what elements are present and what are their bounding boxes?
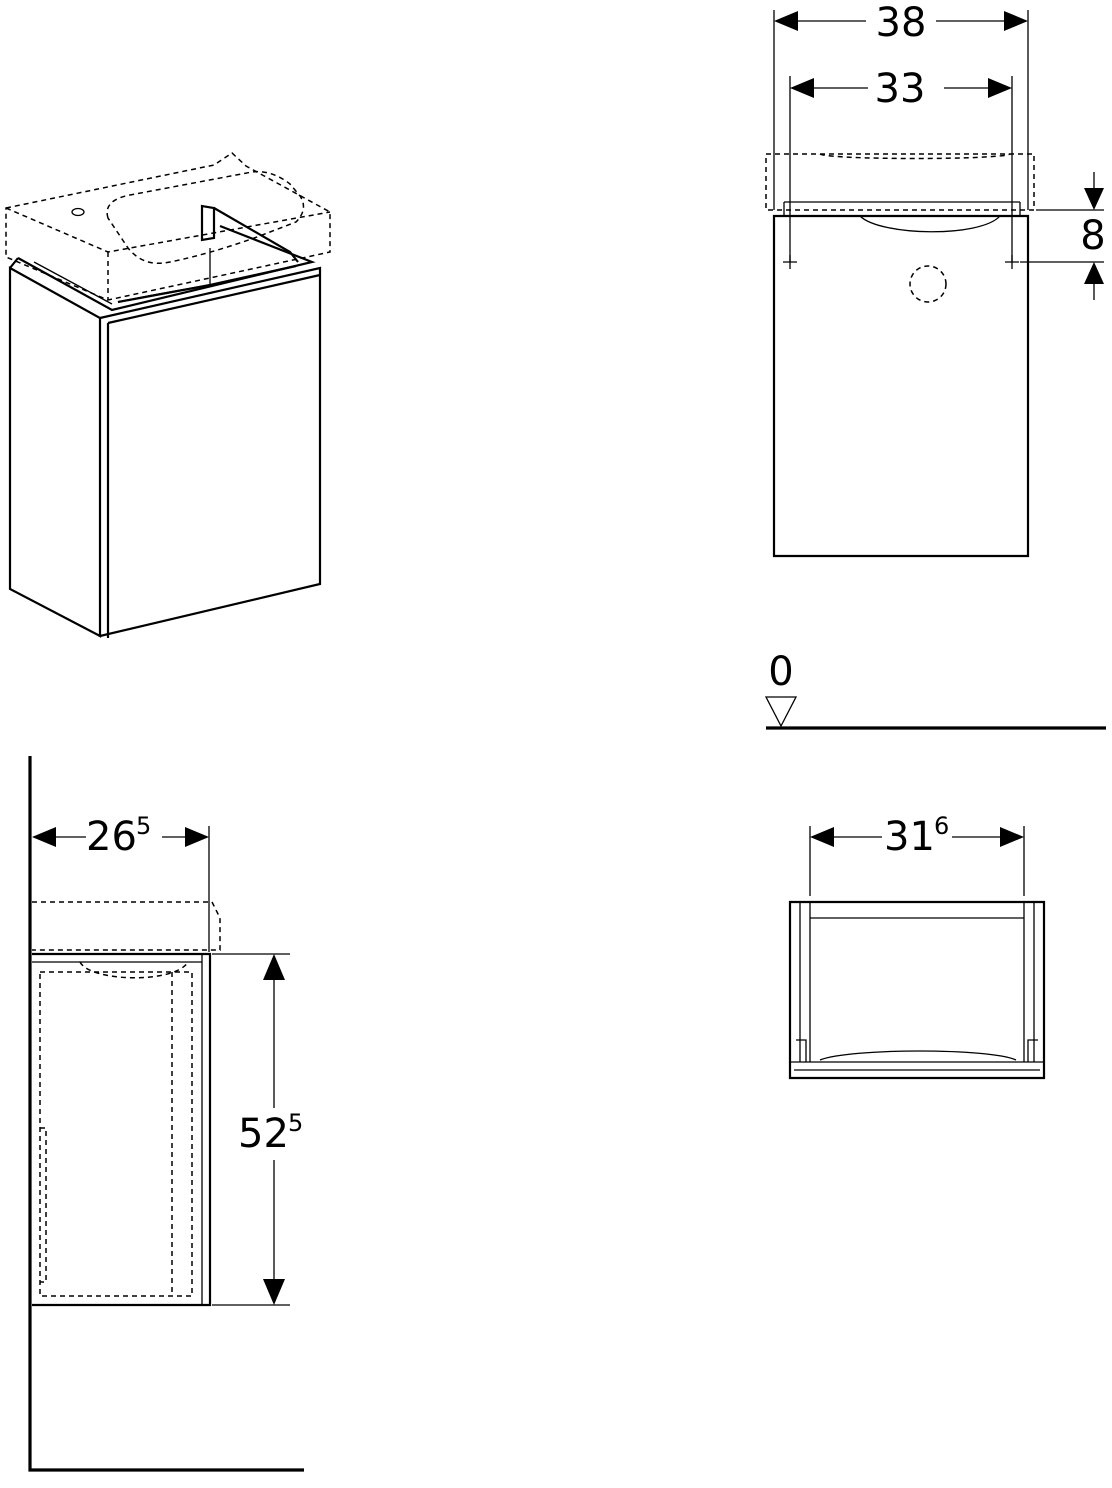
iso-washbasin-outline	[5, 152, 331, 301]
dimension-depth: 26 5	[32, 812, 210, 952]
fixing-height-label: 8	[1080, 213, 1105, 259]
inner-width-superscript: 6	[934, 812, 949, 840]
fixing-distance-label: 33	[875, 66, 926, 112]
side-view: 26 5 52 5	[28, 756, 304, 1472]
side-cabinet	[32, 952, 212, 1307]
dimension-fixing-height: 8	[1020, 172, 1106, 300]
floor-level-marker: 0	[764, 649, 1106, 730]
depth-label: 26	[86, 814, 137, 860]
height-superscript: 5	[288, 1109, 303, 1137]
floor-level-label: 0	[768, 649, 793, 695]
total-width-label: 38	[876, 0, 927, 46]
dimension-fixing-distance: 33	[789, 66, 1013, 262]
dimension-total-width: 38	[773, 0, 1029, 210]
height-label: 52	[238, 1111, 289, 1157]
top-cabinet	[788, 900, 1046, 1080]
iso-cabinet	[8, 204, 322, 638]
top-view: 31 6	[788, 812, 1046, 1080]
front-cabinet	[772, 201, 1030, 558]
dimension-height: 52 5	[212, 953, 303, 1306]
isometric-view	[5, 152, 331, 638]
depth-superscript: 5	[136, 812, 151, 840]
dimension-inner-width: 31 6	[809, 812, 1025, 896]
inner-width-label: 31	[884, 814, 935, 860]
front-view: 38 33	[764, 0, 1106, 730]
